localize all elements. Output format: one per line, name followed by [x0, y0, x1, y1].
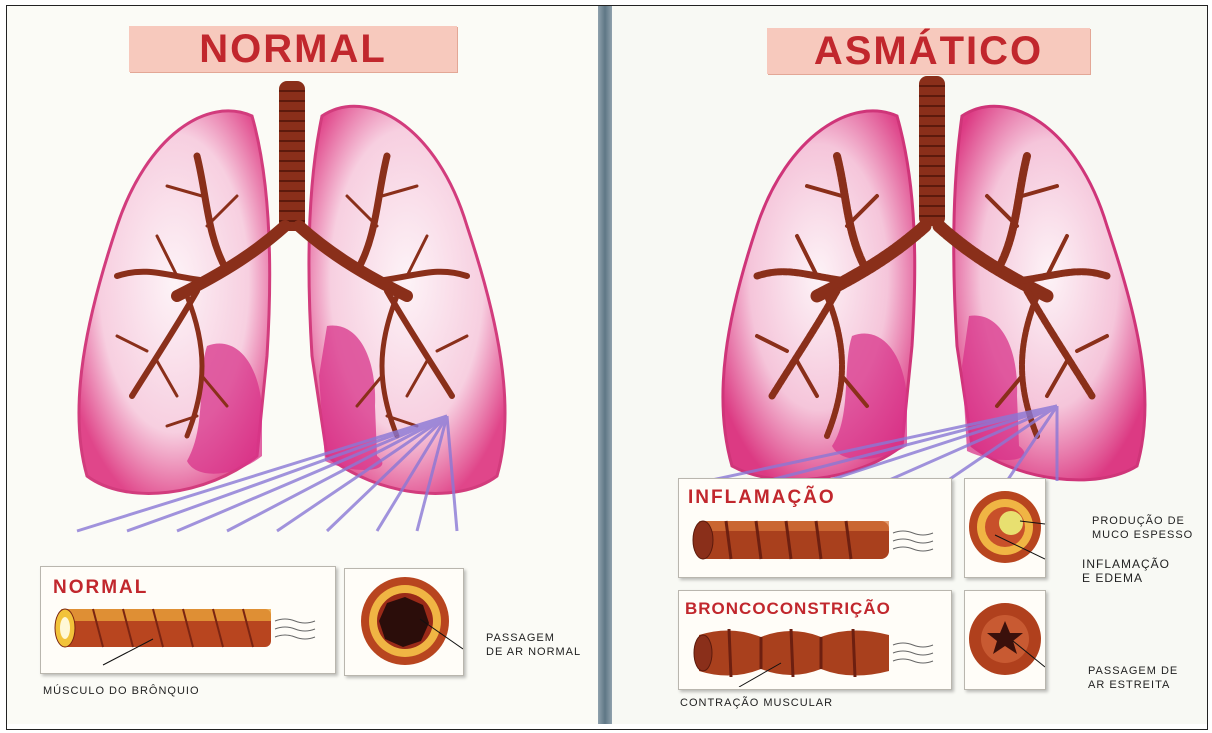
- asthmatic-panel: ASMÁTICO: [612, 6, 1207, 724]
- normal-bronchus-tube-illustration: [43, 599, 333, 669]
- narrow-cross-section-box: [964, 590, 1046, 690]
- muscle-label: MÚSCULO DO BRÔNQUIO: [43, 684, 200, 698]
- normal-cross-section-illustration: [345, 569, 463, 675]
- bronchoconstriction-label: BRONCOCONSTRIÇÃO: [685, 599, 891, 619]
- inflammation-label: INFLAMAÇÃO: [688, 487, 836, 509]
- edema-label: INFLAMAÇÃO E EDEMA: [1082, 557, 1170, 585]
- inflamed-cross-section-illustration: [965, 479, 1045, 577]
- mucus-label: PRODUÇÃO DE MUCO ESPESSO: [1092, 514, 1193, 542]
- asthmatic-lungs-illustration: [707, 76, 1167, 496]
- contraction-label: CONTRAÇÃO MUSCULAR: [680, 696, 833, 710]
- bronchoconstriction-box: BRONCOCONSTRIÇÃO: [678, 590, 952, 690]
- normal-lungs-illustration: [57, 76, 527, 536]
- constricted-bronchus-illustration: [681, 623, 951, 687]
- normal-cross-section-box: [344, 568, 464, 676]
- panel-divider: [598, 6, 612, 724]
- normal-title: NORMAL: [129, 26, 457, 72]
- narrow-passage-label: PASSAGEM DE AR ESTREITA: [1088, 664, 1178, 692]
- asthmatic-title: ASMÁTICO: [767, 28, 1090, 74]
- inflamed-cross-section-box: [964, 478, 1046, 578]
- normal-panel: NORMAL: [7, 6, 598, 724]
- inflammation-box: INFLAMAÇÃO: [678, 478, 952, 578]
- normal-bronchus-box: NORMAL: [40, 566, 336, 674]
- inflamed-bronchus-illustration: [681, 511, 951, 575]
- narrow-cross-section-illustration: [965, 591, 1045, 689]
- normal-passage-label: PASSAGEM DE AR NORMAL: [486, 631, 581, 659]
- normal-box-label: NORMAL: [53, 577, 148, 599]
